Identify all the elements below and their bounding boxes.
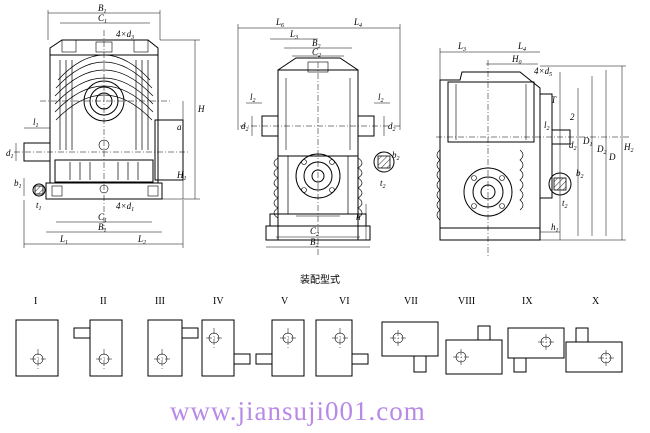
dim-h-side: h [356, 212, 361, 222]
dim-t2-side: t2 [380, 178, 386, 190]
shaft-key-section-front [32, 183, 46, 197]
mount-type-7 [381, 321, 439, 373]
dim-L1-front: L1 [59, 234, 68, 246]
dim-B1-front: B1 [98, 3, 107, 15]
right-view: L3 L4 H0 4×d5 [436, 41, 634, 256]
side-base [265, 225, 371, 241]
dim-D-right: D [608, 152, 616, 162]
dim-H-front: H [197, 104, 205, 114]
mount-type-8 [445, 325, 503, 375]
right-housing [439, 71, 541, 241]
mount-label-1: I [34, 296, 37, 307]
mounting-types-row: I II III IV V VI VII VIII IX X [15, 296, 623, 377]
dim-two-right: 2 [570, 112, 575, 122]
dim-l2-right: l2 [378, 92, 384, 104]
dim-l1-front: l1 [33, 117, 39, 129]
mount-label-3: III [155, 296, 165, 307]
dim-b1-front: b1 [14, 178, 22, 190]
mount-label-7: VII [404, 296, 418, 307]
right-flange [539, 93, 553, 199]
dim-H2-right: H2 [623, 142, 634, 154]
dim-B1-bottom: B1 [98, 222, 107, 234]
dim-b2-right: b2 [576, 168, 584, 180]
side-flange [295, 153, 341, 199]
mount-label-9: IX [522, 296, 533, 307]
dim-h1-right: h1 [551, 222, 559, 234]
dim-H0-right: H0 [511, 54, 522, 66]
dim-D2-right: D2 [596, 144, 607, 156]
dim-C2-bottom: C2 [310, 226, 319, 238]
mount-type-6 [315, 319, 369, 377]
mount-type-1 [15, 319, 59, 377]
dim-l2-right: l2 [544, 120, 550, 132]
mount-type-10 [565, 327, 623, 373]
mount-label-10: X [592, 296, 600, 307]
dim-a-front: a [177, 122, 182, 132]
dim-B2-side: B2 [312, 38, 321, 50]
mount-type-3 [147, 319, 199, 377]
dim-L4-right: L4 [517, 41, 526, 53]
mount-label-2: II [100, 296, 107, 307]
shaft-key-section-side [373, 151, 395, 173]
dim-d1-front: d1 [6, 148, 14, 160]
dim-d5-right: 4×d5 [534, 66, 552, 78]
dim-C2-side: C2 [312, 47, 321, 59]
mount-type-5 [255, 319, 305, 377]
assembly-type-caption: 装配型式 [300, 273, 340, 286]
dim-C1-bottom: C1 [98, 212, 107, 224]
dim-L6-side: L6 [275, 17, 284, 29]
dim-B2-bottom: B2 [310, 237, 319, 249]
dim-t2-right: t2 [562, 198, 568, 210]
dim-L2-front: L2 [137, 234, 146, 246]
mount-type-4 [201, 319, 251, 377]
dim-d2-right: d2 [569, 140, 577, 152]
mount-type-2 [73, 319, 123, 377]
watermark-text: www.jiansuji001.com [170, 396, 426, 426]
dim-b2-side: b2 [392, 150, 400, 162]
side-view: L6 L4 L3 B2 C2 [237, 17, 401, 256]
dim-L3-right: L3 [457, 41, 466, 53]
dim-bolt-top: 4×d3 [116, 29, 134, 41]
mount-label-5: V [281, 296, 289, 307]
mount-type-9 [507, 327, 565, 373]
dim-l2-left: l2 [250, 92, 256, 104]
dim-d2-left: d2 [241, 121, 249, 133]
dim-L4-side: L4 [353, 17, 362, 29]
dim-D1-right: D1 [582, 136, 593, 148]
mount-label-4: IV [213, 296, 224, 307]
cooling-fins-front [54, 54, 154, 150]
dim-C1-front: C1 [98, 13, 107, 25]
mount-label-8: VIII [458, 296, 475, 307]
dim-t1-front: t1 [36, 200, 42, 212]
side-ribs [273, 156, 363, 219]
dim-T-right: T [551, 95, 557, 105]
lower-fins-front [69, 162, 139, 180]
dim-L3-side: L3 [289, 29, 298, 41]
front-view: B1 C1 4×d3 [6, 3, 205, 248]
dim-d2-right: d2 [388, 121, 396, 133]
mount-label-6: VI [339, 296, 350, 307]
dim-bolt-bottom: 4×d1 [116, 201, 134, 213]
dim-H1-front: H1 [176, 170, 187, 182]
